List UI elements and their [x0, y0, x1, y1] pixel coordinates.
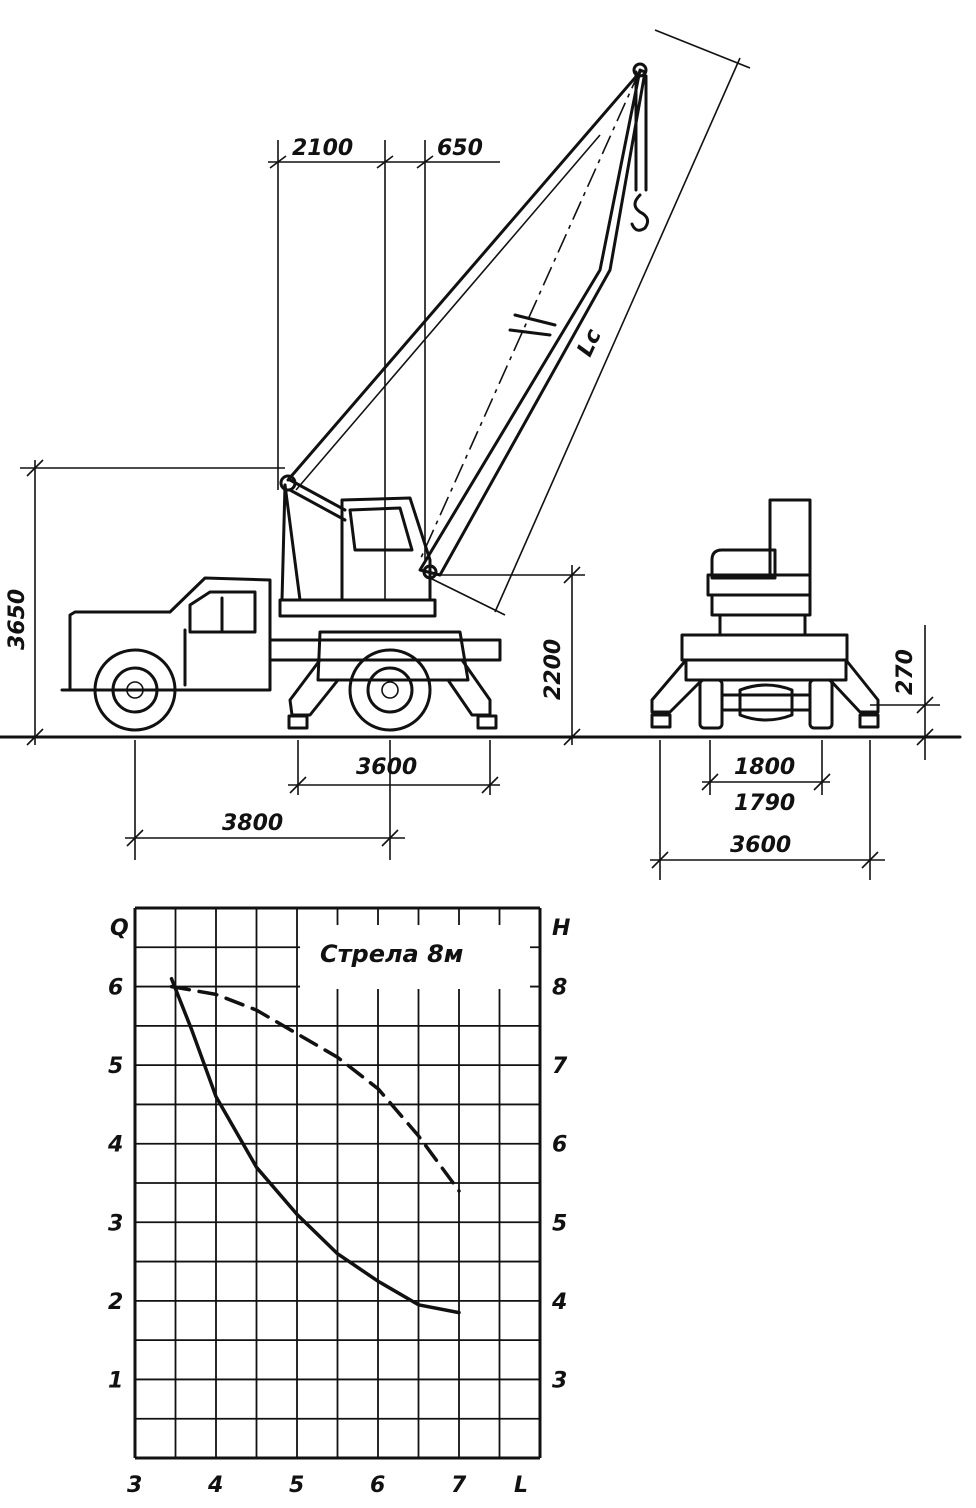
chassis-frame [268, 638, 502, 662]
h-tick-label: 7 [552, 1054, 568, 1079]
rear-wheel [348, 648, 432, 732]
dim-2100: 2100 [292, 136, 353, 161]
dim-1790: 1790 [734, 791, 795, 816]
q-tick-label: 3 [108, 1211, 123, 1236]
crane-cabin [340, 496, 432, 602]
crane-boom [286, 62, 650, 580]
dim-3800: 3800 [222, 811, 283, 836]
truck-rear-view: 270 1800 1790 3600 [650, 498, 940, 880]
x-tick-label: 6 [370, 1473, 385, 1498]
x-tick-label: 3 [127, 1473, 142, 1498]
cab-window [188, 590, 257, 634]
truck-cab [68, 576, 272, 692]
dim-270: 270 [893, 649, 918, 695]
crane-cabin-window [348, 506, 414, 552]
h-tick-label: 6 [552, 1133, 567, 1158]
truck-side-view [60, 474, 502, 732]
front-wheel [93, 648, 177, 732]
dim-3600-rear: 3600 [730, 833, 791, 858]
dim-650: 650 [437, 136, 483, 161]
load-chart: Стрела 8м Q H L 3 4 5 6 7 1 2 3 4 5 6 3 4 5 6 7 8 [107, 906, 570, 1498]
hook-block [634, 70, 648, 192]
side-dimensions: 2100 650 3650 2200 3600 3800 Lc [5, 29, 751, 860]
q-tick-label: 1 [108, 1368, 123, 1393]
q-tick-label: 2 [108, 1290, 123, 1315]
x-axis-label: L [514, 1473, 528, 1498]
q-tick-label: 5 [108, 1054, 123, 1079]
x-tick-label: 7 [451, 1473, 467, 1498]
boom-axis [419, 69, 641, 561]
series-line-1 [169, 976, 461, 1315]
outrigger-right [446, 658, 492, 717]
dim-3650: 3650 [5, 589, 30, 650]
rear-platform [680, 633, 849, 662]
turntable [278, 598, 437, 618]
q-tick-label: 4 [107, 1133, 123, 1158]
h-tick-label: 4 [551, 1290, 567, 1315]
chart-grid [133, 906, 542, 1460]
chart-series [169, 976, 461, 1315]
q-tick-label: 6 [108, 976, 123, 1001]
boom-cable [286, 70, 642, 482]
left-axis-label: Q [110, 916, 129, 941]
h-tick-label: 8 [552, 976, 567, 1001]
x-tick-label: 4 [207, 1473, 223, 1498]
dim-lc: Lc [573, 325, 607, 360]
chart-title: Стрела 8м [320, 940, 463, 968]
h-tick-label: 3 [552, 1368, 567, 1393]
series-line-2 [169, 984, 461, 1193]
outrigger-pad-right [476, 714, 498, 730]
outrigger-left [288, 658, 340, 717]
outrigger-pad-left [287, 714, 309, 730]
dim-3600-side: 3600 [356, 755, 417, 780]
dim-2200: 2200 [541, 639, 566, 700]
x-tick-label: 5 [289, 1473, 304, 1498]
crane-hook [630, 193, 650, 232]
chart-ticks: 3 4 5 6 7 1 2 3 4 5 6 3 4 5 6 7 8 [107, 976, 568, 1498]
h-tick-label: 5 [552, 1211, 567, 1236]
dim-1800: 1800 [734, 755, 795, 780]
right-axis-label: H [552, 916, 570, 941]
